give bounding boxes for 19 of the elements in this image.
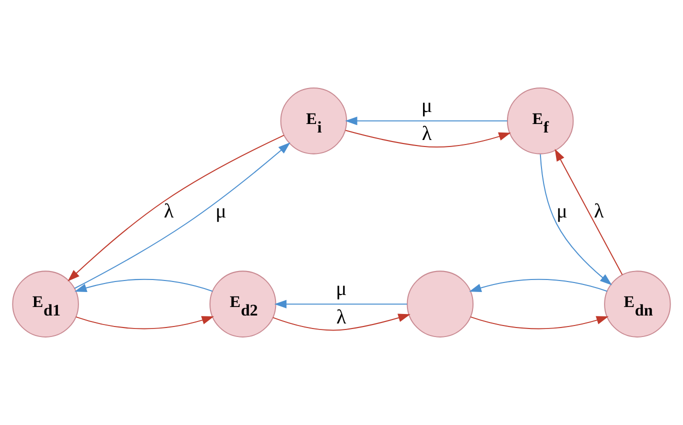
edge-label: λ bbox=[422, 123, 432, 146]
arrow bbox=[554, 148, 623, 275]
arrow bbox=[540, 154, 612, 286]
node-circle bbox=[406, 270, 474, 338]
edge-label: μ bbox=[336, 278, 347, 300]
edge-label: λ bbox=[594, 200, 604, 223]
edge-label: λ bbox=[336, 306, 346, 328]
arrow bbox=[74, 278, 213, 292]
edge-label: μ bbox=[556, 200, 568, 223]
arrow bbox=[470, 316, 609, 330]
arrow bbox=[272, 314, 410, 331]
arrow bbox=[469, 278, 608, 292]
edge-label: λ bbox=[164, 200, 174, 223]
arrow bbox=[76, 316, 214, 330]
edge-label: μ bbox=[216, 200, 226, 223]
edge-label: μ bbox=[421, 94, 432, 117]
arrow bbox=[345, 130, 511, 148]
arrow bbox=[274, 300, 408, 308]
arrow bbox=[345, 116, 508, 126]
